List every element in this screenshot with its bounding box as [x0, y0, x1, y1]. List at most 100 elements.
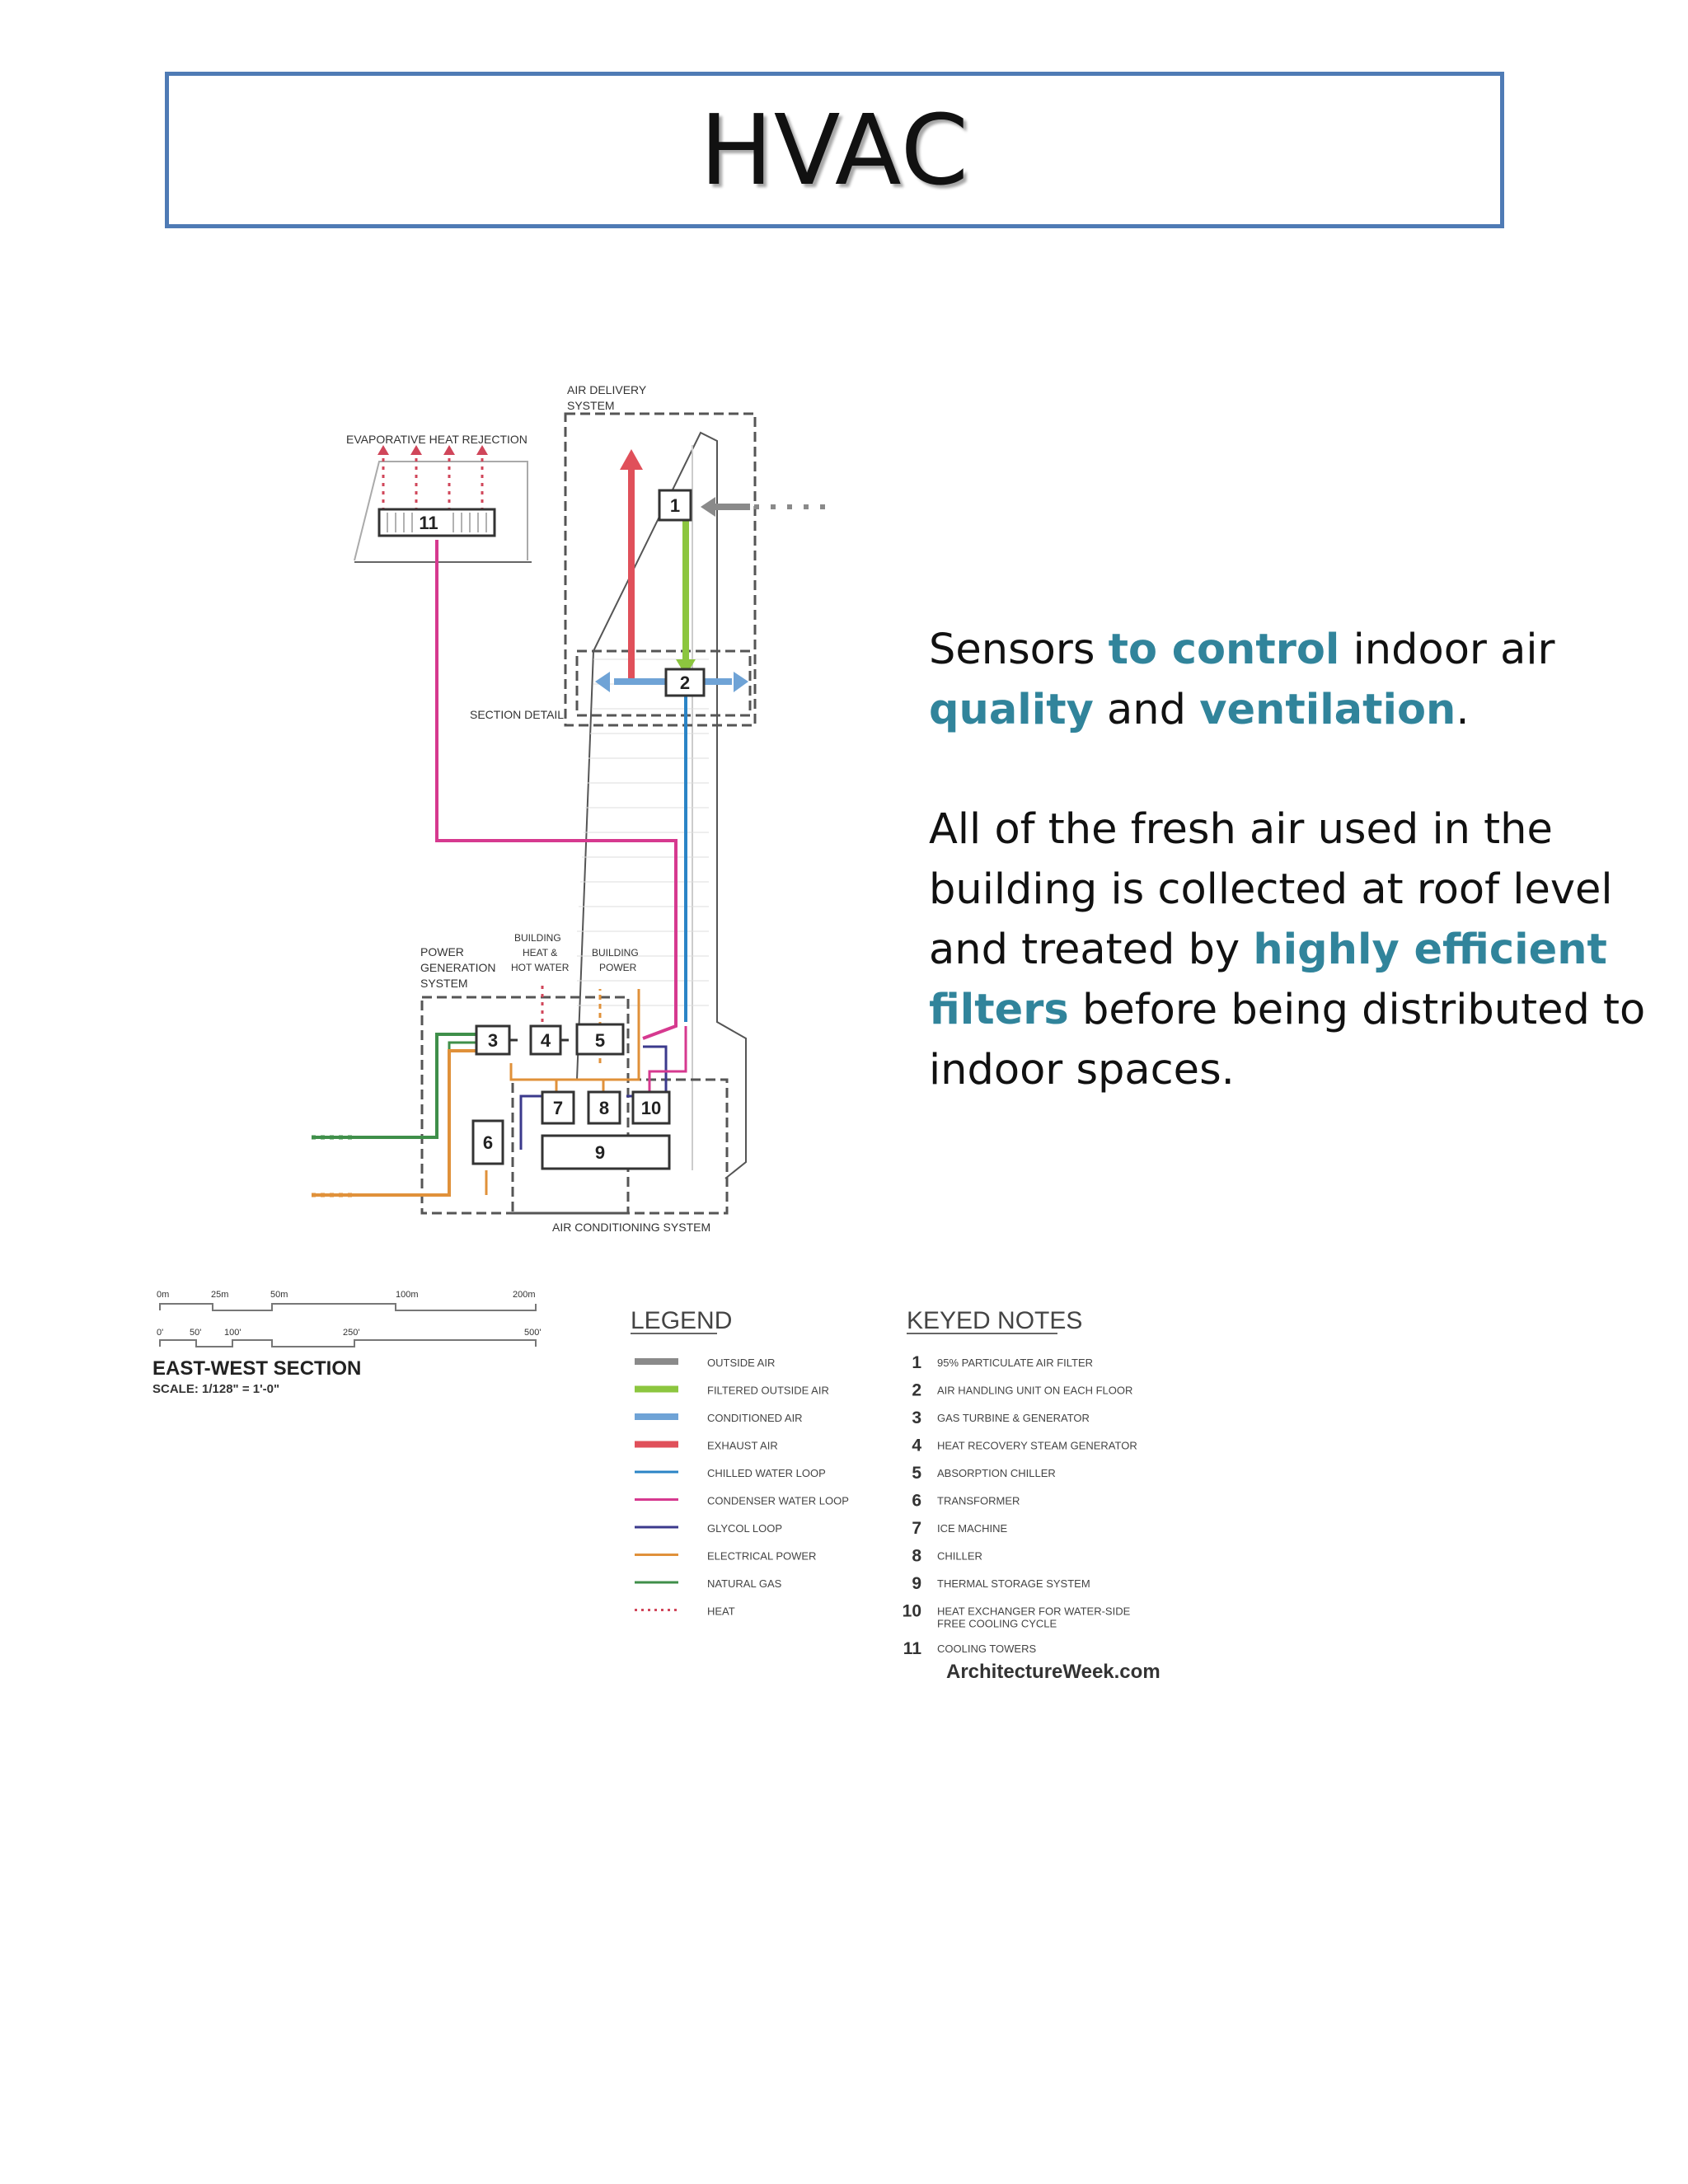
scale-metric-0: 0m: [157, 1290, 169, 1300]
box-1-label: 1: [670, 495, 680, 516]
text-run: before being distributed to indoor space…: [929, 986, 1646, 1094]
keyed-note-text: FREE COOLING CYCLE: [937, 1618, 1057, 1630]
tower-outline: [576, 431, 747, 1179]
box-5: [575, 1023, 625, 1056]
label-air-delivery: AIR DELIVERY: [567, 383, 647, 396]
box-3-label: 3: [488, 1030, 498, 1051]
keyed-note-number: 11: [903, 1639, 922, 1658]
box-10-label: 10: [641, 1098, 661, 1118]
keyed-note-number: 5: [912, 1464, 921, 1483]
box-1: [658, 489, 692, 522]
flow-lines: [312, 445, 828, 1197]
label-air-conditioning: AIR CONDITIONING SYSTEM: [552, 1221, 710, 1234]
label-building-heat-1: BUILDING: [514, 932, 561, 944]
keyed-note-text: CHILLER: [937, 1550, 982, 1563]
legend-label: EXHAUST AIR: [707, 1440, 778, 1452]
keyed-note-text: TRANSFORMER: [937, 1495, 1020, 1507]
keyed-note-text: THERMAL STORAGE SYSTEM: [937, 1577, 1090, 1590]
text-run: .: [1456, 686, 1470, 734]
electrical-power-line: [313, 1049, 478, 1197]
hvac-diagram: 11 1 2 3 4 5 6 7 8 10 9 EVAPORATIVE HEAT…: [152, 383, 1160, 1683]
keyed-note-number: 8: [912, 1547, 921, 1566]
keyed-note-number: 10: [903, 1602, 921, 1621]
keyed-note-text: COOLING TOWERS: [937, 1643, 1036, 1655]
legend-title: LEGEND: [631, 1307, 732, 1334]
box-2: [664, 668, 706, 697]
text-run: Sensors: [929, 626, 1109, 674]
text-run: All of the fresh air used in the buildin…: [929, 805, 1613, 974]
credit-architectureweek: ArchitectureWeek.com: [946, 1661, 1160, 1683]
box-6-label: 6: [483, 1132, 493, 1153]
box-9: [541, 1134, 671, 1170]
highlight-quality: quality: [929, 686, 1094, 734]
air-delivery-boundary: [564, 412, 757, 727]
scale-imperial-4: 500': [524, 1328, 541, 1338]
scale-metric-3: 100m: [396, 1290, 419, 1300]
condenser-water-loop-line: [435, 540, 678, 1040]
box-6: [471, 1119, 504, 1165]
box-5-label: 5: [595, 1030, 605, 1051]
box-7-label: 7: [553, 1098, 563, 1118]
component-boxes: [377, 489, 706, 1170]
natural-gas-line: [313, 1033, 478, 1139]
legend-label: FILTERED OUTSIDE AIR: [707, 1385, 829, 1397]
label-building-power-2: POWER: [599, 962, 637, 973]
paragraph-sensors: Sensors to control indoor air quality an…: [929, 620, 1654, 740]
label-section-detail: SECTION DETAIL: [470, 708, 564, 721]
keyed-note-text: AIR HANDLING UNIT ON EACH FLOOR: [937, 1385, 1132, 1397]
box-8-label: 8: [599, 1098, 609, 1118]
scale-subtitle: SCALE: 1/128" = 1'-0": [152, 1382, 279, 1396]
conditioned-arrow-right: [734, 672, 748, 692]
legend-label: CONDENSER WATER LOOP: [707, 1495, 849, 1507]
box-4-label: 4: [541, 1030, 551, 1051]
scale-imperial-3: 250': [343, 1328, 359, 1338]
scale-imperial-0: 0': [157, 1328, 163, 1338]
legend-label: GLYCOL LOOP: [707, 1522, 782, 1535]
scale-title: EAST-WEST SECTION: [152, 1357, 361, 1380]
keyed-note-text: HEAT RECOVERY STEAM GENERATOR: [937, 1440, 1137, 1452]
description-text: Sensors to control indoor air quality an…: [929, 620, 1654, 1100]
title-box: HVAC: [165, 72, 1504, 228]
cooling-tower-roof: [354, 461, 532, 563]
label-building-power-1: BUILDING: [592, 947, 639, 958]
box-8: [587, 1090, 621, 1125]
label-system: SYSTEM: [420, 977, 468, 990]
paragraph-fresh-air: All of the fresh air used in the buildin…: [929, 799, 1654, 1100]
exhaust-arrow: [620, 449, 643, 470]
highlight-to-control: to control: [1108, 626, 1340, 674]
filtered-arrow: [676, 659, 696, 676]
keyed-note-number: 7: [912, 1519, 921, 1538]
legend-label: NATURAL GAS: [707, 1577, 782, 1590]
diagram-labels: EVAPORATIVE HEAT REJECTION AIR DELIVERY …: [346, 383, 710, 1234]
label-building-heat-2: HEAT &: [523, 947, 557, 958]
text-run: and: [1093, 686, 1200, 734]
box-11: [377, 508, 496, 537]
keyed-note-number: 3: [912, 1408, 921, 1427]
keyed-note-number: 9: [912, 1574, 921, 1593]
label-building-heat-3: HOT WATER: [511, 962, 570, 973]
keyed-note-text: ABSORPTION CHILLER: [937, 1467, 1056, 1479]
scale-bar: 0m 25m 50m 100m 200m 0' 50' 100' 250' 50…: [152, 1290, 541, 1396]
highlight-ventilation: ventilation: [1199, 686, 1456, 734]
label-air-delivery-system: SYSTEM: [567, 399, 615, 412]
scale-metric-4: 200m: [513, 1290, 536, 1300]
scale-imperial-1: 50': [190, 1328, 201, 1338]
label-evaporative: EVAPORATIVE HEAT REJECTION: [346, 433, 528, 446]
conditioned-arrow-left: [595, 672, 610, 692]
scale-imperial-2: 100': [224, 1328, 241, 1338]
box-9-label: 9: [595, 1142, 605, 1163]
legend-label: ELECTRICAL POWER: [707, 1550, 816, 1563]
legend-label: CHILLED WATER LOOP: [707, 1467, 826, 1479]
keyed-note-number: 6: [912, 1492, 921, 1511]
box-7: [541, 1090, 575, 1125]
box-3: [475, 1024, 511, 1056]
legend-label: HEAT: [707, 1605, 735, 1618]
keyed-note-text: ICE MACHINE: [937, 1522, 1008, 1535]
highlight-filters: highly efficient filters: [929, 926, 1607, 1034]
scale-metric-2: 50m: [270, 1290, 288, 1300]
outside-air-arrow: [701, 497, 715, 517]
